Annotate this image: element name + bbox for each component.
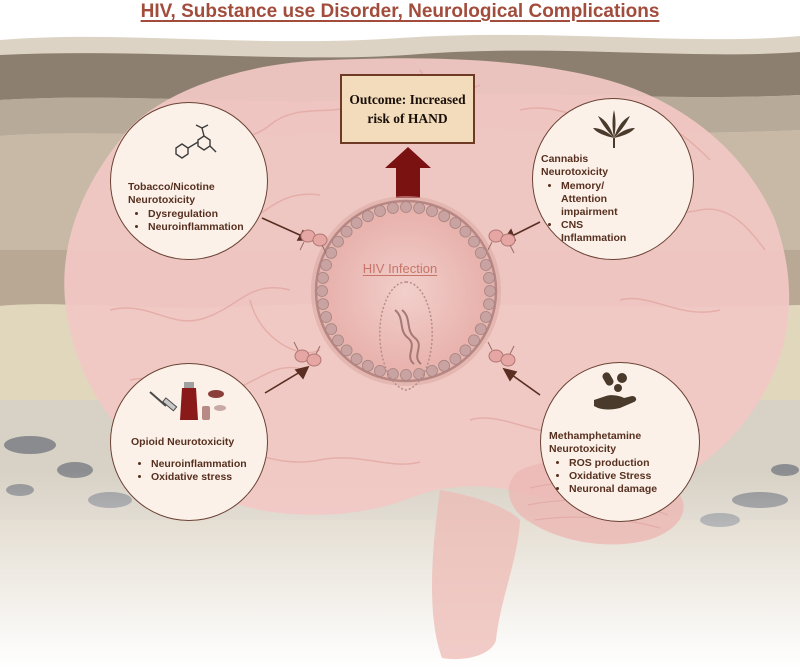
cannabis-text: Cannabis Neurotoxicity Memory/Attentioni…	[541, 153, 681, 245]
membrane-bead	[426, 364, 438, 377]
opioid-injection-icon	[149, 382, 226, 420]
membrane-bead	[320, 259, 333, 271]
meth-list: ROS production Oxidative Stress Neuronal…	[549, 457, 695, 496]
membrane-bead	[479, 311, 492, 323]
cannabis-title-line1: Cannabis	[541, 153, 589, 165]
list-item: Oxidative stress	[151, 471, 267, 484]
tobacco-title-line2: Neurotoxicity	[128, 194, 196, 206]
membrane-bead	[317, 298, 329, 311]
receptor-icon	[293, 229, 516, 367]
membrane-beads	[316, 201, 496, 381]
opioid-title-line1: Opioid Neurotoxicity	[131, 436, 235, 448]
membrane-bead	[438, 359, 451, 372]
opioid-text: Opioid Neurotoxicity Neuroinflammation O…	[131, 436, 267, 484]
membrane-bead	[479, 259, 492, 271]
figure-title: HIV, Substance use Disorder, Neurologica…	[140, 1, 660, 22]
membrane-bead	[317, 271, 329, 284]
membrane-bead	[474, 246, 487, 259]
membrane-bead	[316, 285, 328, 297]
membrane-bead	[426, 205, 438, 218]
cannabis-item-line: CNS	[561, 219, 584, 231]
membrane-bead	[400, 369, 412, 381]
hiv-infection-label: HIV Infection	[362, 261, 438, 276]
membrane-bead	[361, 359, 374, 372]
membrane-bead	[400, 201, 412, 213]
membrane-bead	[332, 334, 344, 347]
membrane-bead	[483, 271, 495, 284]
membrane-bead	[320, 311, 333, 323]
membrane-bead	[332, 235, 344, 248]
cannabis-title-line2: Neurotoxicity	[541, 166, 609, 178]
membrane-bead	[449, 217, 462, 229]
cannabis-item-line: Memory/	[561, 180, 605, 192]
cannabis-item-line: Attention	[561, 193, 608, 205]
membrane-bead	[325, 246, 338, 259]
cannabis-item-line: impairment	[561, 206, 618, 218]
cannabis-item-line: Inflammation	[561, 232, 627, 244]
hiv-virion	[311, 196, 501, 391]
tobacco-circle	[110, 102, 268, 260]
membrane-bead	[438, 210, 451, 223]
membrane-bead	[483, 298, 495, 311]
membrane-bead	[374, 364, 386, 377]
meth-text: Methamphetamine Neurotoxicity ROS produc…	[549, 430, 695, 496]
meth-title-line1: Methamphetamine	[549, 430, 642, 442]
membrane-bead	[350, 217, 363, 229]
membrane-bead	[413, 202, 426, 214]
outcome-box: Outcome: Increased risk of HAND	[340, 74, 475, 144]
membrane-bead	[449, 353, 462, 365]
membrane-bead	[474, 323, 487, 336]
membrane-bead	[413, 368, 426, 380]
membrane-bead	[468, 235, 480, 248]
membrane-bead	[386, 202, 399, 214]
membrane-bead	[459, 344, 472, 357]
list-item: Neuronal damage	[569, 483, 695, 496]
membrane-bead	[340, 225, 353, 238]
membrane-bead	[468, 334, 480, 347]
outcome-arrow	[385, 147, 431, 198]
opioid-list: Neuroinflammation Oxidative stress	[131, 458, 267, 484]
pills-hand-icon	[594, 372, 637, 410]
meth-title-line2: Neurotoxicity	[549, 443, 617, 455]
membrane-bead	[374, 205, 386, 218]
list-item: Oxidative Stress	[569, 470, 695, 483]
membrane-bead	[386, 368, 399, 380]
membrane-bead	[484, 285, 496, 297]
tobacco-title-line1: Tobacco/Nicotine	[128, 181, 215, 193]
tobacco-list: Dysregulation Neuroinflammation	[128, 208, 268, 234]
membrane-bead	[340, 344, 353, 357]
list-item: Dysregulation	[148, 208, 268, 221]
membrane-bead	[459, 225, 472, 238]
list-item: Neuroinflammation	[151, 458, 267, 471]
membrane-bead	[325, 323, 338, 336]
membrane-bead	[361, 210, 374, 223]
list-item: ROS production	[569, 457, 695, 470]
list-item: Neuroinflammation	[148, 221, 268, 234]
molecule-icon	[175, 124, 217, 159]
cannabis-leaf-icon	[593, 110, 635, 148]
membrane-bead	[350, 353, 363, 365]
tobacco-text: Tobacco/Nicotine Neurotoxicity Dysregula…	[128, 181, 268, 234]
hiv-virus-icon	[379, 281, 433, 391]
